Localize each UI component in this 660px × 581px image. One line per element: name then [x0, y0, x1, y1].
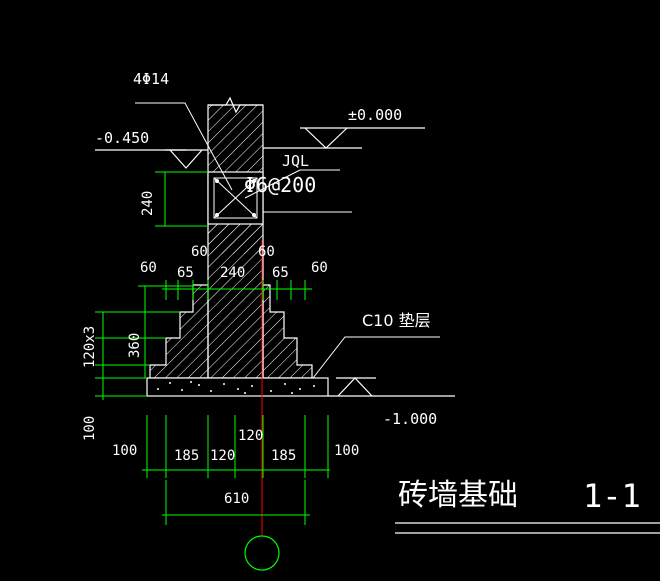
- dim-60-inner-left: 60: [191, 244, 208, 260]
- dim-65-right: 65: [272, 265, 289, 281]
- dim-bottom-185-left: 185: [174, 448, 199, 464]
- dim-bottom-185-right: 185: [271, 448, 296, 464]
- axis-bubble: [244, 535, 280, 571]
- cushion-layer: [146, 377, 329, 397]
- drawing-title: 砖墙基础: [398, 478, 518, 513]
- rebar-main-label: 4Φ14: [133, 70, 169, 88]
- beam-height-dim: 240: [140, 191, 156, 216]
- ground-lines: [95, 127, 455, 397]
- beam-code-label: JQL: [282, 152, 309, 170]
- dim-60-left: 60: [140, 260, 157, 276]
- dim-65-left: 65: [177, 265, 194, 281]
- dim-steps: 120x3: [82, 326, 98, 368]
- dimension-lines: [95, 171, 330, 525]
- dim-bottom-100-left: 100: [112, 443, 137, 459]
- section-label: 1-1: [583, 477, 641, 515]
- dim-100-vertical: 100: [82, 416, 98, 441]
- dim-60-inner-right: 60: [258, 244, 275, 260]
- dim-total-610: 610: [224, 491, 249, 507]
- dim-60-right: 60: [311, 260, 328, 276]
- dim-bottom-120-top: 120: [238, 428, 263, 444]
- leaders: [135, 102, 440, 379]
- dim-240: 240: [220, 265, 245, 281]
- title-underline: [395, 522, 660, 534]
- cushion-label: C10 垫层: [362, 311, 431, 330]
- elev-ground-label: -0.450: [95, 129, 149, 147]
- elev-zero-label: ±0.000: [348, 106, 402, 124]
- dim-360: 360: [127, 333, 143, 358]
- ring-beam: [207, 171, 264, 254]
- dim-bottom-100-right: 100: [334, 443, 359, 459]
- stirrup-label: Φ6@200: [244, 173, 316, 197]
- dim-bottom-120-left: 120: [210, 448, 235, 464]
- elev-bottom-label: -1.000: [383, 410, 437, 428]
